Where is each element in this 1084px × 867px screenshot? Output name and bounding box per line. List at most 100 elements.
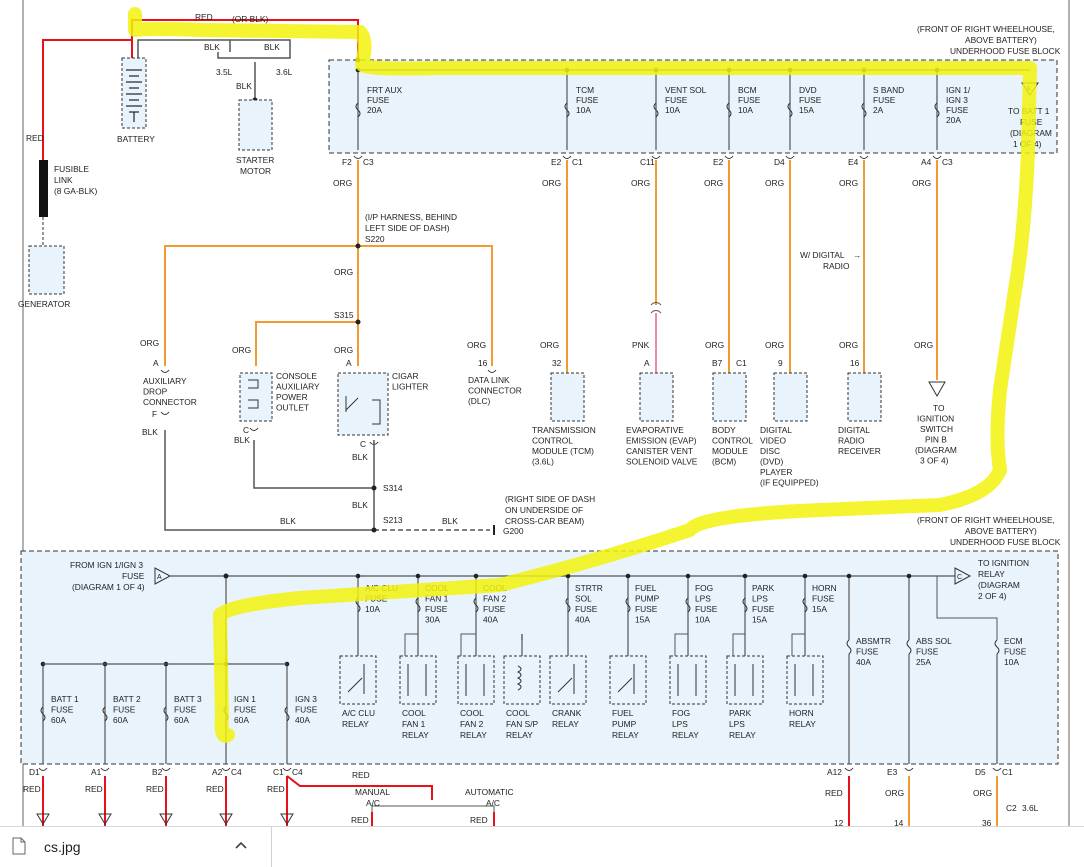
relay-fuse-label: FUSE bbox=[812, 594, 835, 604]
relay-label: RELAY bbox=[552, 719, 579, 729]
relay-fuse-label: 10A bbox=[695, 615, 710, 625]
wire-label-red-manual: RED bbox=[351, 815, 369, 825]
main-fuse-label: BATT 1 bbox=[51, 694, 79, 704]
splice-s314: S314 bbox=[383, 483, 403, 493]
top-fuse-label: IGN 3 bbox=[946, 95, 968, 105]
component-label: (DIAGRAM bbox=[915, 445, 957, 455]
top-fuse-label: FUSE bbox=[946, 105, 969, 115]
wire-color-label: RED bbox=[206, 784, 224, 794]
wire-label-blk-h2: BLK bbox=[442, 516, 458, 526]
component-group: AUXILIARYDROPCONNECTORAFCONSOLEAUXILIARY… bbox=[143, 358, 957, 488]
top-fuse-label: TCM bbox=[576, 85, 594, 95]
radio-note-1: W/ DIGITAL bbox=[800, 250, 845, 260]
top-block-label-3: UNDERHOOD FUSE BLOCK bbox=[950, 46, 1061, 56]
to-ign-label-2: RELAY bbox=[978, 569, 1005, 579]
generator-symbol bbox=[28, 245, 65, 295]
component-label: PIN B bbox=[925, 435, 947, 445]
auto-ac-label-2: A/C bbox=[486, 798, 500, 808]
wire-label-blk-1: BLK bbox=[204, 42, 220, 52]
abs-fuse-label: 10A bbox=[1004, 657, 1019, 667]
component-label: DIGITAL bbox=[838, 425, 870, 435]
top-fuse-label: 20A bbox=[367, 105, 382, 115]
to-ign-label-3: (DIAGRAM bbox=[978, 580, 1020, 590]
to-ign-label-1: TO IGNITION bbox=[978, 558, 1029, 568]
relay-fuse-label: FUEL bbox=[635, 583, 657, 593]
main-fuse-label: IGN 3 bbox=[295, 694, 317, 704]
wire-color-label: ORG bbox=[704, 178, 723, 188]
main-fuse-label: 60A bbox=[51, 715, 66, 725]
relay-fuse-label: FOG bbox=[695, 583, 713, 593]
wire-color-label: ORG bbox=[914, 340, 933, 350]
abs-fuse-label: 25A bbox=[916, 657, 931, 667]
ground-g200: G200 bbox=[503, 526, 524, 536]
wire-label-blk-aux: BLK bbox=[142, 427, 158, 437]
component-pin-label: C1 bbox=[736, 358, 747, 368]
component-label: DROP bbox=[143, 387, 168, 397]
relay-label: FUEL bbox=[612, 708, 634, 718]
from-ign-label-3: (DIAGRAM 1 OF 4) bbox=[72, 582, 145, 592]
generator-label: GENERATOR bbox=[18, 299, 70, 309]
component-label: CONTROL bbox=[532, 436, 573, 446]
main-fuse-label: BATT 2 bbox=[113, 694, 141, 704]
wire-color-label: ORG bbox=[540, 340, 559, 350]
relay-fuse-label: 40A bbox=[483, 615, 498, 625]
fuse-pin-label: C1 bbox=[273, 767, 284, 777]
component-label: DATA LINK bbox=[468, 375, 510, 385]
fuse-pin-label: 3.6L bbox=[1022, 803, 1039, 813]
wire-color-label: ORG bbox=[765, 340, 784, 350]
engine-36l-label: 3.6L bbox=[276, 67, 293, 77]
component-label: TO bbox=[933, 403, 945, 413]
bot-block-label-3: UNDERHOOD FUSE BLOCK bbox=[950, 537, 1061, 547]
relay-label: RELAY bbox=[672, 730, 699, 740]
abs-fuse-label: ABS SOL bbox=[916, 636, 952, 646]
relay-label: PARK bbox=[729, 708, 752, 718]
download-item[interactable]: cs.jpg bbox=[0, 827, 272, 867]
fuse-pin-label: A4 bbox=[921, 157, 932, 167]
top-fuse-label: FRT AUX bbox=[367, 85, 402, 95]
main-fuse-label: 60A bbox=[113, 715, 128, 725]
main-fuse-label: BATT 3 bbox=[174, 694, 202, 704]
abs-fuse-label: FUSE bbox=[1004, 647, 1027, 657]
chevron-up-icon[interactable] bbox=[232, 837, 250, 855]
relay-label: COOL bbox=[506, 708, 530, 718]
component-label: CANISTER VENT bbox=[626, 446, 693, 456]
fuse-pin-label: C4 bbox=[231, 767, 242, 777]
relay-fuse-label: FUSE bbox=[752, 604, 775, 614]
fuse-pin-label: E2 bbox=[551, 157, 562, 167]
relay-fuse-label: 30A bbox=[425, 615, 440, 625]
abs-fuse-label: ABSMTR bbox=[856, 636, 891, 646]
relay-label: A/C CLU bbox=[342, 708, 375, 718]
component-label: BODY bbox=[712, 425, 736, 435]
component-label: CONNECTOR bbox=[468, 386, 522, 396]
relay-label: LPS bbox=[672, 719, 688, 729]
fuse-pin-label: A1 bbox=[91, 767, 102, 777]
starter-label-1: STARTER bbox=[236, 155, 274, 165]
relay-fuse-label: FAN 2 bbox=[483, 594, 507, 604]
relay-label: FAN 2 bbox=[460, 719, 484, 729]
fuse-pin-label: C3 bbox=[942, 157, 953, 167]
wire-label-blk-2: BLK bbox=[264, 42, 280, 52]
main-fuse-label: FUSE bbox=[51, 705, 74, 715]
fuse-pin-label: 14 bbox=[894, 818, 904, 826]
from-ign-label-2: FUSE bbox=[122, 571, 145, 581]
wire-color-label: ORG bbox=[232, 345, 251, 355]
component-label: VIDEO bbox=[760, 436, 787, 446]
component-label: CONSOLE bbox=[276, 371, 317, 381]
wire-label-blk-cigar: BLK bbox=[352, 452, 368, 462]
component-label: MODULE bbox=[712, 446, 748, 456]
top-fuse-label: BCM bbox=[738, 85, 757, 95]
fuse-pin-label: E3 bbox=[887, 767, 898, 777]
relay-label: COOL bbox=[460, 708, 484, 718]
wire-label-or-blk: (OR BLK) bbox=[232, 14, 269, 24]
wire-color-label: ORG bbox=[631, 178, 650, 188]
